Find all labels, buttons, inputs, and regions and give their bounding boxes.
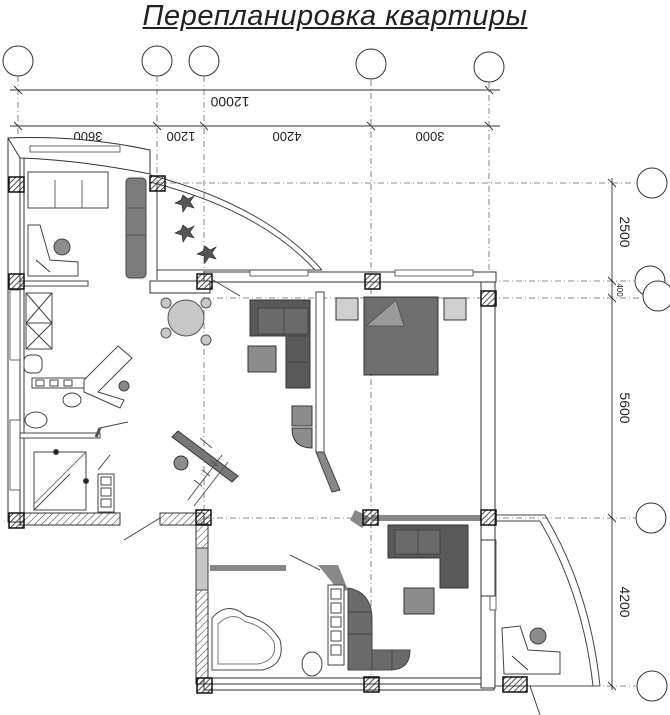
washbasin xyxy=(24,411,48,429)
balcony-furniture xyxy=(501,625,561,675)
dimension-segment: 2500 xyxy=(617,216,633,247)
top-dimension-labels: 12000 3600 1200 4200 3000 xyxy=(74,94,445,144)
column xyxy=(362,509,379,526)
double-bed xyxy=(363,296,439,376)
column xyxy=(363,676,380,693)
desk xyxy=(27,224,79,277)
plant-icon xyxy=(196,245,217,264)
dimension-segment: 4200 xyxy=(273,129,302,144)
axis-bubble xyxy=(355,48,387,80)
bed xyxy=(33,451,87,511)
column xyxy=(196,677,213,694)
column xyxy=(195,509,212,526)
living-right xyxy=(387,524,496,615)
kitchen-corner xyxy=(347,587,411,671)
column xyxy=(8,176,25,193)
room-left-bottom xyxy=(33,421,161,541)
column xyxy=(8,512,25,529)
bathroom-bottom xyxy=(195,547,411,677)
axis-bubble xyxy=(642,280,670,312)
top-dimension-lines xyxy=(10,85,500,131)
dimension-segment: 1200 xyxy=(167,129,196,144)
axis-bubble xyxy=(635,502,667,534)
dining-area xyxy=(160,279,241,346)
living-sofa xyxy=(247,299,313,449)
axis-bubble xyxy=(636,167,668,199)
coffee-table xyxy=(403,587,435,615)
axis-bubbles-right xyxy=(634,167,670,702)
plant-icon xyxy=(174,194,195,213)
column xyxy=(364,273,381,290)
page-title: Перепланировка квартиры xyxy=(142,0,528,32)
axis-bubble xyxy=(141,45,173,77)
axis-bubble xyxy=(188,45,220,77)
column xyxy=(502,676,528,693)
right-dimension-labels: 2500 400 5600 4200 xyxy=(615,216,633,617)
dimension-segment: 3000 xyxy=(416,129,445,144)
toilet xyxy=(23,354,43,374)
hall-partition xyxy=(171,430,321,571)
dimension-total: 12000 xyxy=(210,94,249,110)
lounger xyxy=(83,345,133,409)
dining-table xyxy=(167,299,205,337)
bathroom-left xyxy=(23,292,133,429)
columns xyxy=(8,175,528,694)
nightstand xyxy=(335,297,359,321)
plant-icon xyxy=(174,224,195,243)
bedroom-right xyxy=(335,296,467,376)
balcony-desk xyxy=(501,625,561,675)
nightstand xyxy=(443,297,467,321)
column xyxy=(196,273,213,290)
armchair xyxy=(247,345,277,373)
dimension-segment: 4200 xyxy=(617,586,633,617)
bathtub xyxy=(211,608,282,671)
dimension-segment: 5600 xyxy=(617,392,633,423)
loggia-curved xyxy=(149,174,323,280)
bedroom-left-furniture xyxy=(27,171,147,279)
column xyxy=(149,175,166,192)
toilet-bottom xyxy=(301,651,323,677)
column xyxy=(480,290,497,307)
sofa xyxy=(27,171,109,209)
axis-bubbles-top xyxy=(2,45,505,83)
column xyxy=(480,509,497,526)
dimension-segment: 400 xyxy=(615,283,624,297)
axis-bubble xyxy=(2,45,34,77)
wardrobe xyxy=(125,177,147,279)
chair xyxy=(53,238,71,256)
axis-bubble xyxy=(636,670,668,702)
plants xyxy=(174,194,217,264)
axis-bubble xyxy=(473,51,505,83)
right-dimension-lines xyxy=(607,178,617,691)
wall-segment xyxy=(171,430,239,483)
sink xyxy=(62,392,82,408)
column xyxy=(8,273,25,290)
